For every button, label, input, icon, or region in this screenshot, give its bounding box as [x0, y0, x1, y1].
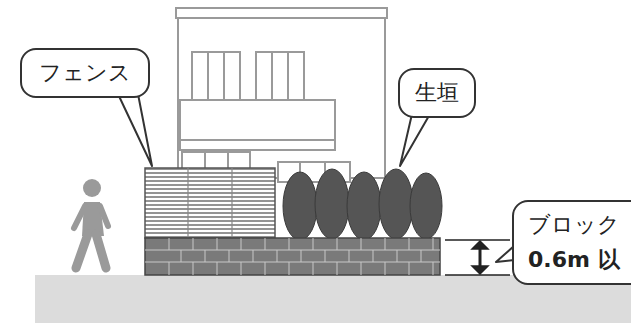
fence-post [188, 168, 232, 238]
callout-text: 0.6m 以 [528, 247, 620, 273]
callout-bubble: ブロック 0.6m 以 [512, 200, 631, 285]
callout-bubble: 生垣 [398, 68, 476, 118]
block-wall [145, 238, 440, 275]
hedge [283, 169, 442, 240]
callout-text: ブロック [528, 212, 620, 238]
house [176, 8, 387, 182]
person [74, 179, 108, 268]
callout-bubble: フェンス [20, 48, 150, 98]
callout-text: 生垣 [415, 80, 459, 106]
fence [145, 168, 275, 238]
block-joint [145, 238, 440, 275]
callout-text: フェンス [39, 60, 131, 86]
callout-tail [118, 94, 514, 262]
